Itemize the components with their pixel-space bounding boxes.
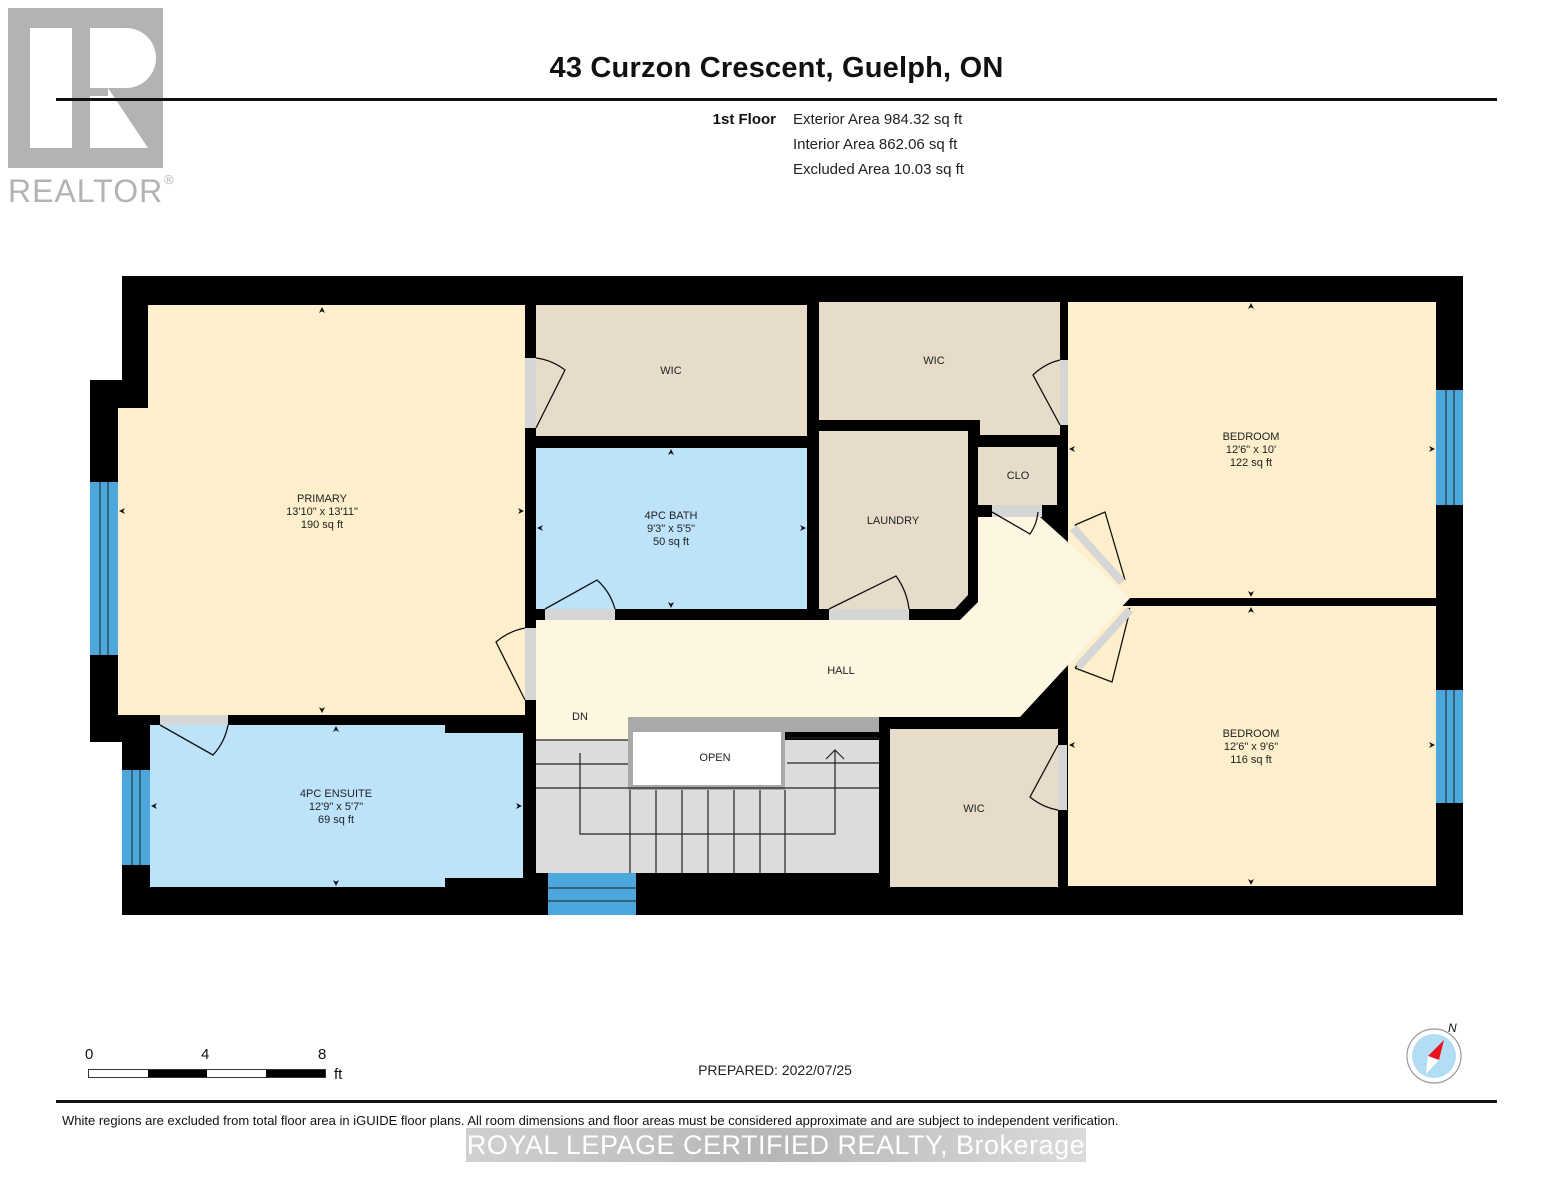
excluded-area: Excluded Area 10.03 sq ft	[793, 161, 964, 178]
bath-name: 4PC BATH	[645, 510, 698, 522]
footer-divider	[56, 1100, 1497, 1103]
realtor-r-icon: REALTOR ®	[8, 8, 174, 209]
compass-north-label: N	[1448, 1021, 1457, 1035]
primary-name: PRIMARY	[297, 493, 348, 505]
wic-1-name: WIC	[660, 365, 681, 377]
window-icon	[90, 482, 118, 655]
interior-area: Interior Area 862.06 sq ft	[793, 136, 958, 153]
primary-area: 190 sq ft	[301, 519, 343, 531]
doors	[159, 357, 1133, 811]
bedroom-1-dims: 12'6" x 10'	[1226, 444, 1276, 456]
brokerage-watermark: ROYAL LEPAGE CERTIFIED REALTY, Brokerage	[466, 1128, 1086, 1162]
bedroom-2-name: BEDROOM	[1223, 728, 1280, 740]
floor-label: 1st Floor	[712, 111, 776, 128]
windows	[90, 390, 1463, 865]
room-clo[interactable]	[978, 447, 1057, 505]
room-wic-1[interactable]	[536, 305, 807, 436]
svg-text:®: ®	[164, 172, 174, 187]
scale-tick-4: 4	[201, 1046, 210, 1063]
ensuite-name: 4PC ENSUITE	[300, 788, 372, 800]
open-label: OPEN	[699, 752, 730, 764]
realtor-wordmark: REALTOR	[8, 173, 163, 208]
scale-tick-8: 8	[318, 1046, 327, 1063]
scale-unit: ft	[334, 1066, 343, 1083]
exterior-area: Exterior Area 984.32 sq ft	[793, 111, 963, 128]
stair-up-arrow-icon	[825, 749, 845, 760]
scale-bar-graphic	[88, 1069, 326, 1078]
scale-tick-0: 0	[85, 1046, 94, 1063]
ensuite-area: 69 sq ft	[318, 814, 354, 826]
compass-needle-north	[1428, 1040, 1444, 1060]
room-hall[interactable]	[536, 517, 1130, 717]
header-divider	[56, 98, 1497, 101]
laundry-name: LAUNDRY	[867, 515, 920, 527]
prepared-date: PREPARED: 2022/07/25	[698, 1062, 852, 1078]
hall-name: HALL	[827, 665, 855, 677]
room-labels: PRIMARY 13'10" x 13'11" 190 sq ft WIC WI…	[286, 355, 1279, 826]
bedroom-1-area: 122 sq ft	[1230, 457, 1272, 469]
compass-icon: N	[1400, 1018, 1470, 1088]
bedroom-1-name: BEDROOM	[1223, 431, 1280, 443]
window-icon	[1436, 390, 1463, 505]
ensuite-dims: 12'9" x 5'7"	[309, 801, 363, 813]
room-wic-2[interactable]	[819, 302, 1060, 435]
wic-2-name: WIC	[923, 355, 944, 367]
room-laundry[interactable]	[819, 431, 968, 609]
bath-area: 50 sq ft	[653, 536, 689, 548]
clo-name: CLO	[1007, 470, 1030, 482]
disclaimer-text: White regions are excluded from total fl…	[62, 1113, 1119, 1128]
stair-window-icon	[548, 873, 636, 915]
window-icon	[1436, 690, 1463, 803]
bedroom-2-area: 116 sq ft	[1230, 754, 1271, 766]
wic-3-name: WIC	[963, 803, 984, 815]
window-icon	[122, 770, 150, 865]
staircase[interactable]	[536, 717, 879, 915]
property-title: 43 Curzon Crescent, Guelph, ON	[549, 52, 1004, 84]
primary-dims: 13'10" x 13'11"	[286, 506, 358, 518]
bath-dims: 9'3" x 5'5"	[647, 523, 695, 535]
realtor-logo: REALTOR ®	[8, 8, 178, 209]
room-wic-3[interactable]	[890, 729, 1058, 887]
bedroom-2-dims: 12'6" x 9'6"	[1224, 741, 1278, 753]
stairs-dn-label: DN	[572, 711, 588, 723]
scale-bar: 0 4 8 ft	[80, 1046, 380, 1086]
